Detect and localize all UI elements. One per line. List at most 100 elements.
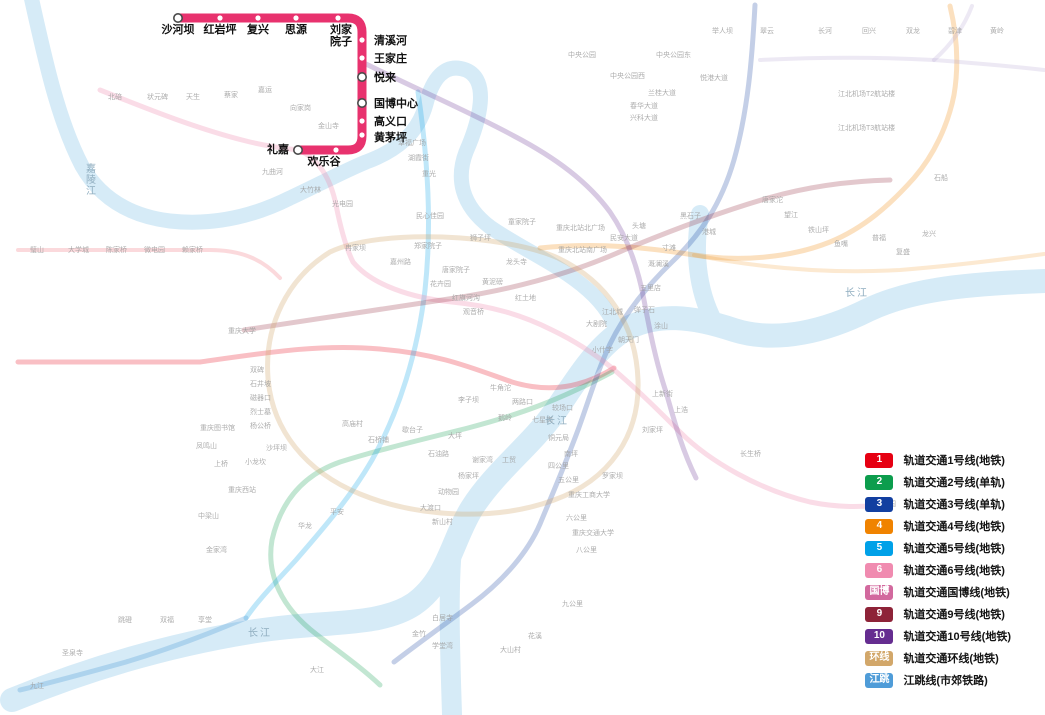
background-station-label: 谢家湾 <box>472 455 493 464</box>
station-label[interactable]: 沙河坝 <box>162 22 195 36</box>
line-badge: 2 <box>865 474 894 490</box>
station-label[interactable]: 礼嘉 <box>267 142 289 156</box>
station-label[interactable]: 红岩坪 <box>204 22 237 36</box>
background-station-label: 磁器口 <box>250 393 271 402</box>
line-badge: 国博 <box>865 584 894 600</box>
station-label[interactable]: 思源 <box>285 22 307 36</box>
background-station-label: 重庆西站 <box>228 485 256 494</box>
background-station-label: 碧津 <box>948 26 962 35</box>
background-station-label: 大剧院 <box>586 319 607 328</box>
background-station-label: 工贸 <box>502 455 516 464</box>
background-station-label: 童家院子 <box>508 217 536 226</box>
background-station-label: 九江 <box>30 681 44 690</box>
legend-label: 轨道交通2号线(单轨) <box>903 477 1005 489</box>
station-label[interactable]: 高义口 <box>374 114 407 128</box>
legend-item-11: 江跳江跳线(市郊铁路) <box>865 672 1011 688</box>
station-marker[interactable] <box>335 15 341 21</box>
background-station-label: 普福 <box>872 233 886 242</box>
background-station-label: 大坪 <box>448 431 462 440</box>
background-station-label: 罗家坝 <box>602 471 623 480</box>
background-station-label: 杨公桥 <box>250 421 271 430</box>
metro-line-faded <box>932 4 974 62</box>
background-station-label: 溉澜溪 <box>648 259 669 268</box>
background-station-label: 大江 <box>310 665 324 674</box>
station-marker[interactable] <box>359 132 365 138</box>
legend-label: 江跳线(市郊铁路) <box>903 675 988 687</box>
background-station-label: 中央公园 <box>568 50 596 59</box>
metro-line-faded <box>243 89 432 621</box>
river <box>688 205 723 331</box>
background-station-label: 江北城 <box>602 308 623 316</box>
background-station-label: 重光 <box>422 169 436 178</box>
legend-label: 轨道交通国博线(地铁) <box>903 587 1010 599</box>
line-badge: 5 <box>865 540 894 556</box>
station-marker[interactable] <box>255 15 261 21</box>
background-station-label: 中央公园东 <box>656 50 691 59</box>
background-station-label: 鹅岭 <box>498 413 512 422</box>
background-station-label: 圣泉寺 <box>62 648 83 657</box>
background-station-label: 牛角沱 <box>490 383 511 392</box>
background-station-label: 狮子坪 <box>470 234 491 242</box>
background-station-label: 冉家坝 <box>345 243 366 252</box>
background-station-label: 幸福广场 <box>398 138 426 147</box>
background-station-label: 天生 <box>186 92 200 101</box>
station-label[interactable]: 欢乐谷 <box>307 154 342 168</box>
background-station-label: 兴科大道 <box>630 113 658 122</box>
background-station-label: 五公里 <box>558 476 579 484</box>
station-label[interactable]: 王家庄 <box>374 51 407 65</box>
station-label[interactable]: 清溪河 <box>374 33 407 47</box>
background-station-label: 观音桥 <box>463 307 484 316</box>
background-station-label: 石桥铺 <box>368 435 389 444</box>
background-station-label: 小龙坎 <box>245 457 266 466</box>
background-station-label: 赖家桥 <box>182 245 203 254</box>
background-station-label: 回兴 <box>862 26 876 35</box>
background-station-label: 大竹林 <box>300 185 321 194</box>
station-marker[interactable] <box>359 37 365 43</box>
station-marker-interchange[interactable] <box>356 72 367 83</box>
background-station-label: 李子坝 <box>458 395 479 404</box>
background-station-label: 两路口 <box>512 397 533 406</box>
legend-item-2: 2 轨道交通2号线(单轨) <box>865 474 1011 490</box>
station-marker-interchange[interactable] <box>356 98 367 109</box>
legend-label: 轨道交通3号线(单轨) <box>903 499 1005 511</box>
station-marker-interchange[interactable] <box>292 145 303 156</box>
background-station-label: 红土地 <box>515 293 536 302</box>
background-station-label: 上新街 <box>652 389 673 398</box>
metro-line-faded <box>391 2 758 665</box>
station-label[interactable]: 复兴 <box>246 22 269 36</box>
river-label: 长江 <box>845 287 869 299</box>
background-station-label: 民安大道 <box>610 233 638 242</box>
background-station-label: 花溪 <box>528 631 542 640</box>
background-station-label: 杨家坪 <box>458 471 479 480</box>
line-badge: 环线 <box>865 650 894 666</box>
background-station-label: 双碑 <box>250 365 264 374</box>
background-station-label: 花卉园 <box>430 279 451 288</box>
station-marker-interchange[interactable] <box>173 13 184 23</box>
station-marker[interactable] <box>359 55 365 61</box>
legend-item-7: 国博轨道交通国博线(地铁) <box>865 584 1011 600</box>
background-station-label: 微电园 <box>144 245 165 254</box>
background-station-label: 双龙 <box>906 26 920 35</box>
background-station-label: 龙头寺 <box>506 257 527 266</box>
background-station-label: 上桥 <box>214 459 228 468</box>
highlighted-line[interactable] <box>178 13 367 155</box>
station-marker[interactable] <box>293 15 299 21</box>
station-label[interactable]: 黄茅坪 <box>374 130 407 144</box>
legend-label: 轨道交通10号线(地铁) <box>903 631 1011 643</box>
background-station-label: 悦港大道 <box>700 73 728 82</box>
background-station-label: 享堂 <box>198 615 212 624</box>
background-station-label: 朝天门 <box>618 335 639 344</box>
station-label[interactable]: 刘家院子 <box>330 22 353 48</box>
background-station-label: 歇台子 <box>402 425 423 434</box>
background-station-label: 新山村 <box>432 517 453 526</box>
station-marker[interactable] <box>217 15 223 21</box>
station-label[interactable]: 国博中心 <box>374 96 418 110</box>
station-marker[interactable] <box>359 118 365 124</box>
background-station-label: 鱼嘴 <box>834 239 848 248</box>
station-label[interactable]: 悦来 <box>374 70 397 84</box>
background-station-label: 江北机场T2航站楼 <box>838 89 895 98</box>
station-marker[interactable] <box>333 147 339 153</box>
background-station-label: 蔡家 <box>224 90 238 99</box>
